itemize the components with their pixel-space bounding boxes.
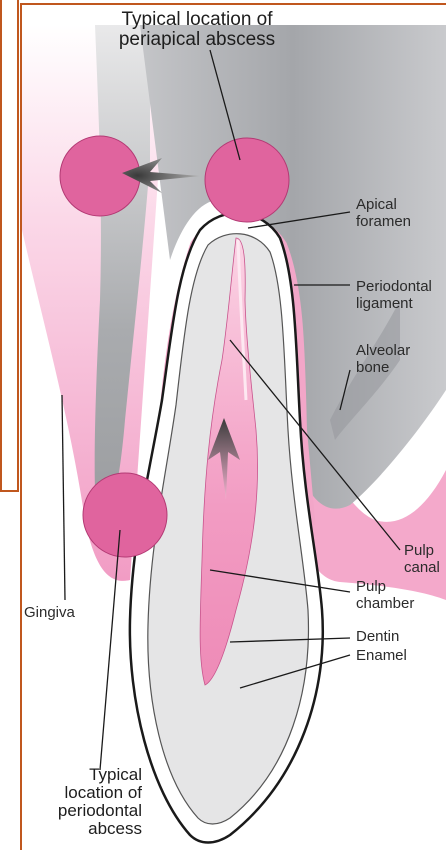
label-enamel: Enamel — [356, 647, 407, 664]
label-periodontal-abscess: Typical location of periodontal abcess — [24, 766, 142, 838]
leader-gingiva — [62, 395, 65, 600]
periodontal-abscess — [83, 473, 167, 557]
label-pulp-chamber: Pulp chamber — [356, 578, 414, 612]
label-gingiva: Gingiva — [24, 604, 75, 621]
label-alveolar-bone: Alveolar bone — [356, 342, 410, 376]
label-dentin: Dentin — [356, 628, 399, 645]
label-apical-foramen: Apical foramen — [356, 196, 411, 230]
label-periodontal-ligament: Periodontal ligament — [356, 278, 432, 312]
periapical-abscess — [205, 138, 289, 222]
label-pulp-canal: Pulp canal — [404, 542, 440, 576]
label-periapical-abscess: Typical location of periapical abscess — [92, 10, 302, 50]
